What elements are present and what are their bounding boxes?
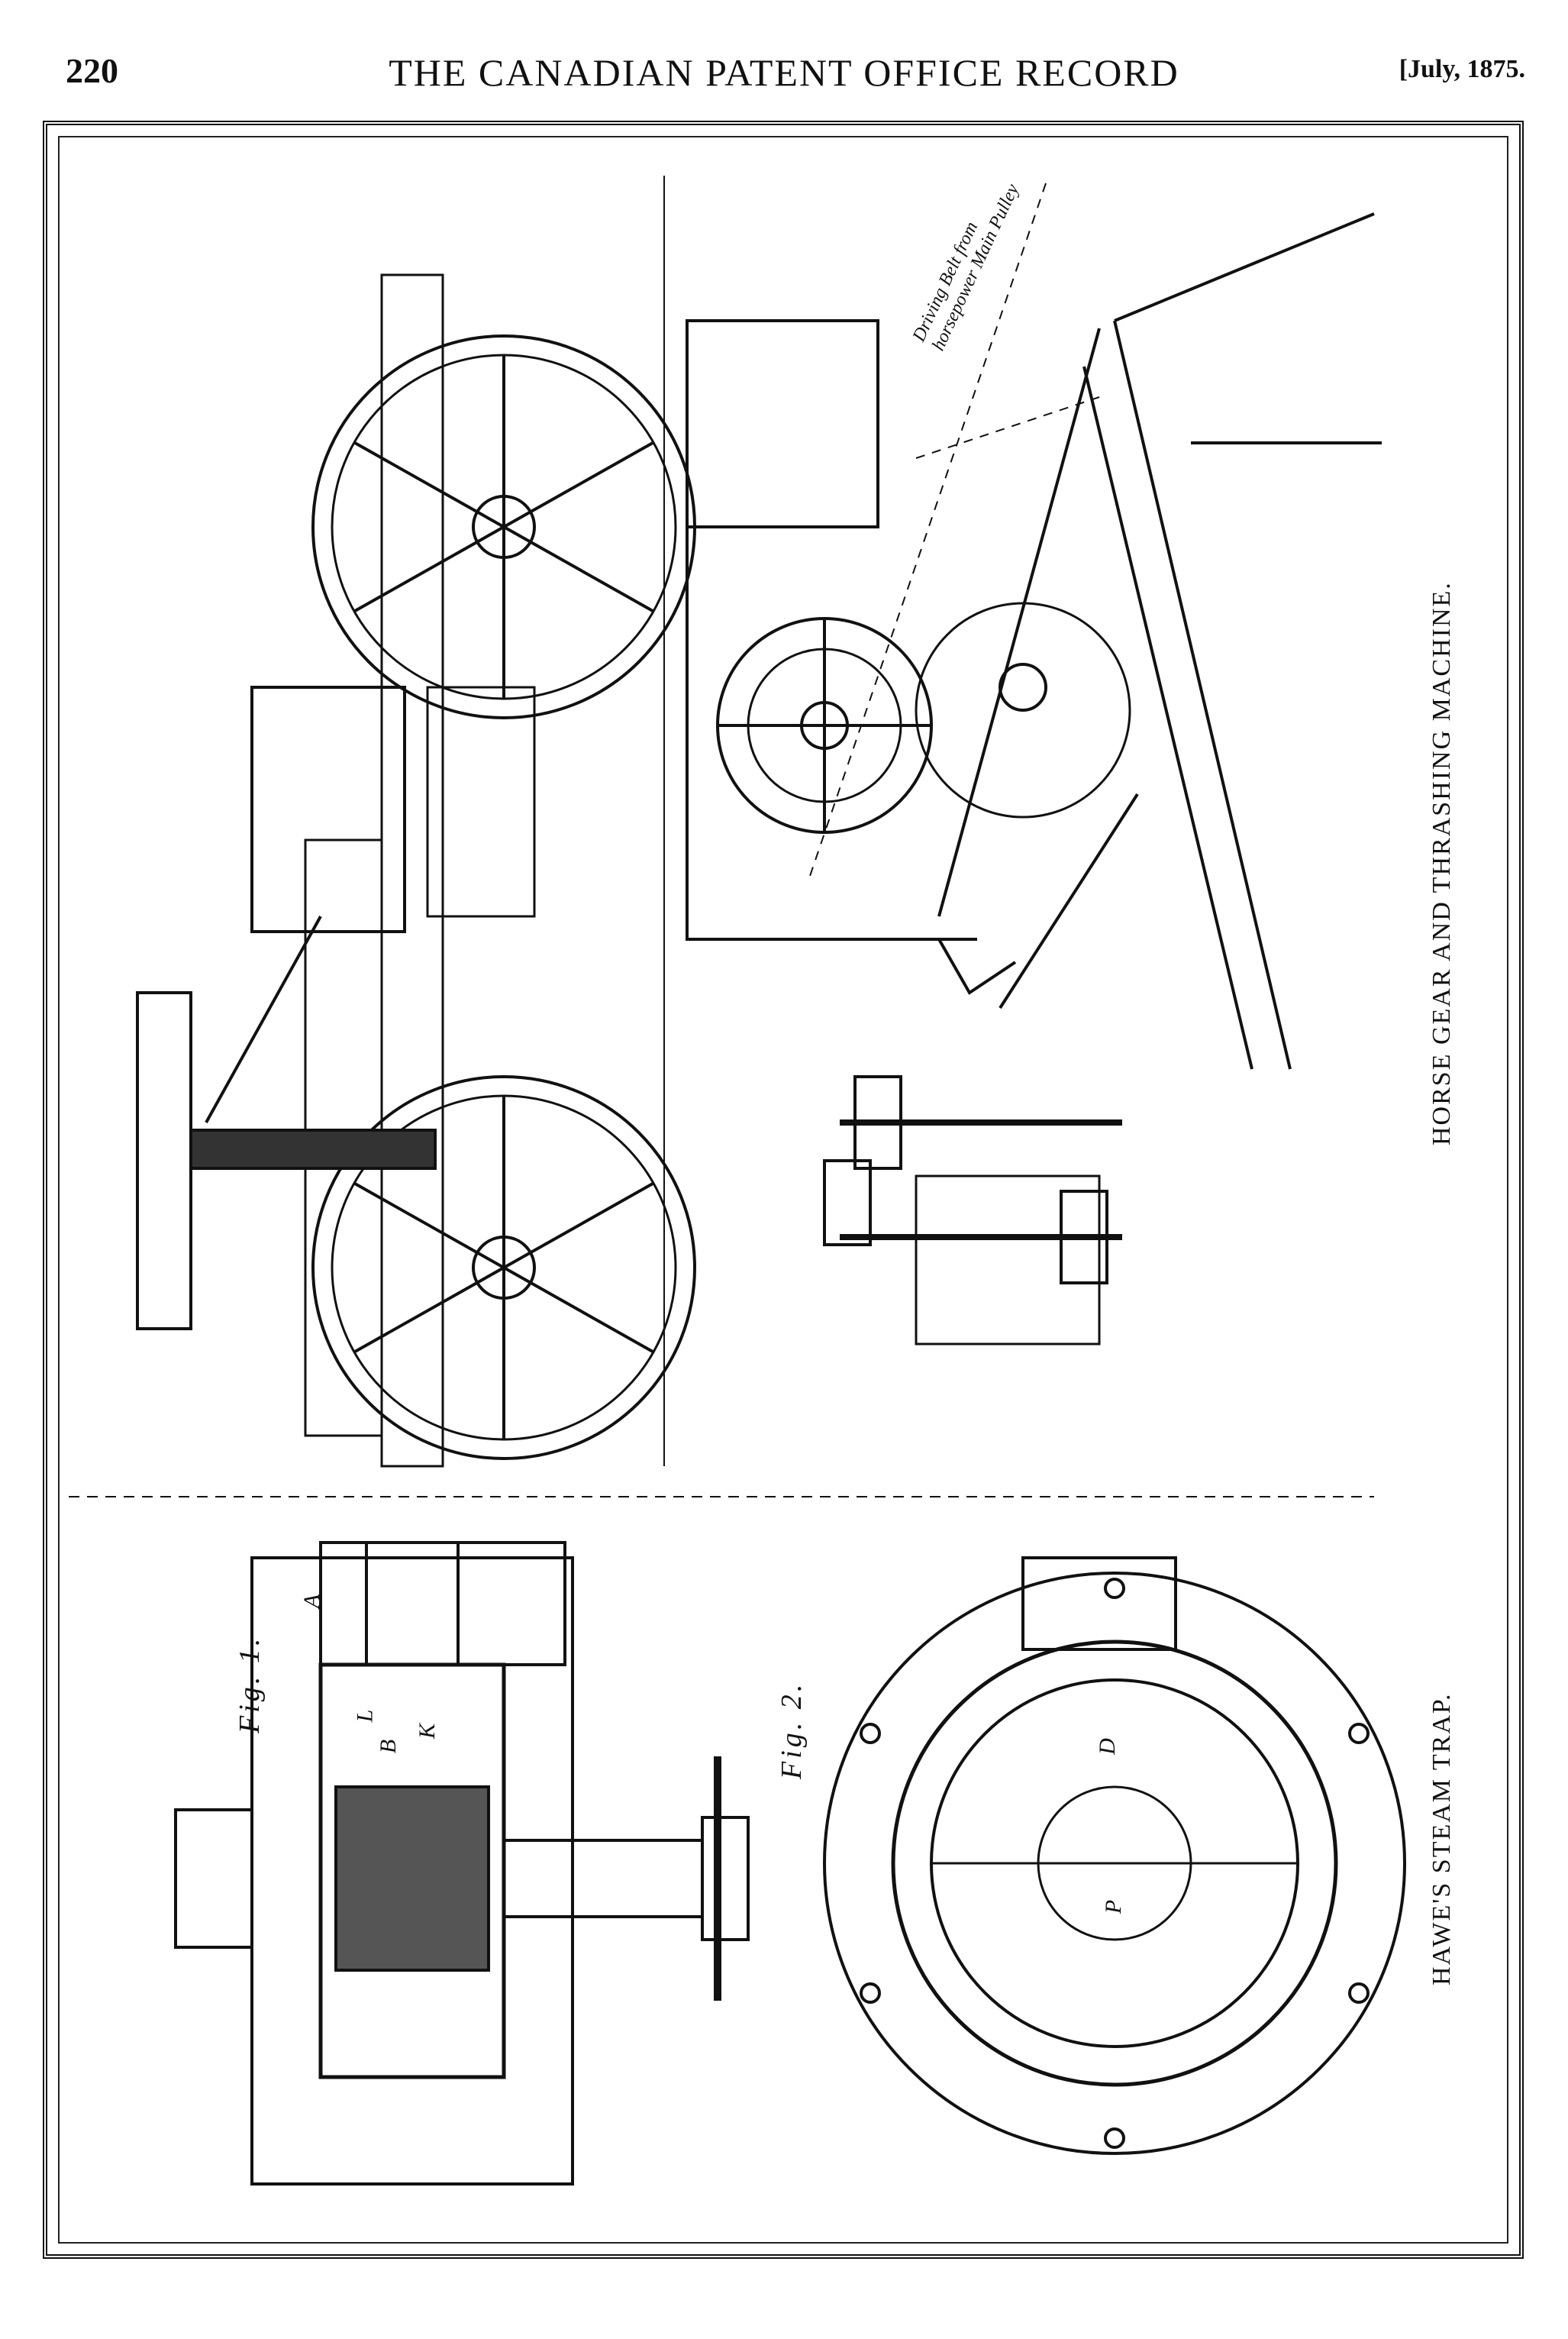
horse-gear-wheel-top (311, 334, 696, 719)
illustration-plate (43, 121, 1524, 2259)
caption-steam-trap: HAWE'S STEAM TRAP. (1428, 1692, 1456, 1985)
shaft-detail (823, 1075, 1122, 1346)
thrashing-machine (686, 183, 1382, 1070)
part-letter-d: D (1094, 1738, 1120, 1755)
issue-date: [July, 1875. (1399, 55, 1525, 83)
journal-title: THE CANADIAN PATENT OFFICE RECORD (389, 51, 1179, 94)
part-letter-p: P (1101, 1899, 1127, 1914)
page-header: 220 THE CANADIAN PATENT OFFICE RECORD [J… (0, 50, 1568, 96)
steam-trap-fig2 (823, 1556, 1406, 2155)
page-number: 220 (66, 51, 118, 90)
steam-trap-fig1 (174, 1541, 750, 2186)
part-letter-l: L (352, 1709, 378, 1723)
horse-gear-wheel-bottom (311, 1075, 696, 1460)
part-letter-k: K (415, 1723, 440, 1740)
caption-horse-gear: HORSE GEAR AND THRASHING MACHINE. (1428, 581, 1456, 1145)
figure-label-1: Fig. 1. (234, 1635, 266, 1733)
figure-label-2: Fig. 2. (776, 1681, 808, 1779)
plate-inner-border (58, 136, 1508, 2244)
horse-gear-frame (136, 273, 536, 1468)
part-letter-a: A (299, 1594, 325, 1609)
part-letter-b: B (376, 1739, 402, 1754)
